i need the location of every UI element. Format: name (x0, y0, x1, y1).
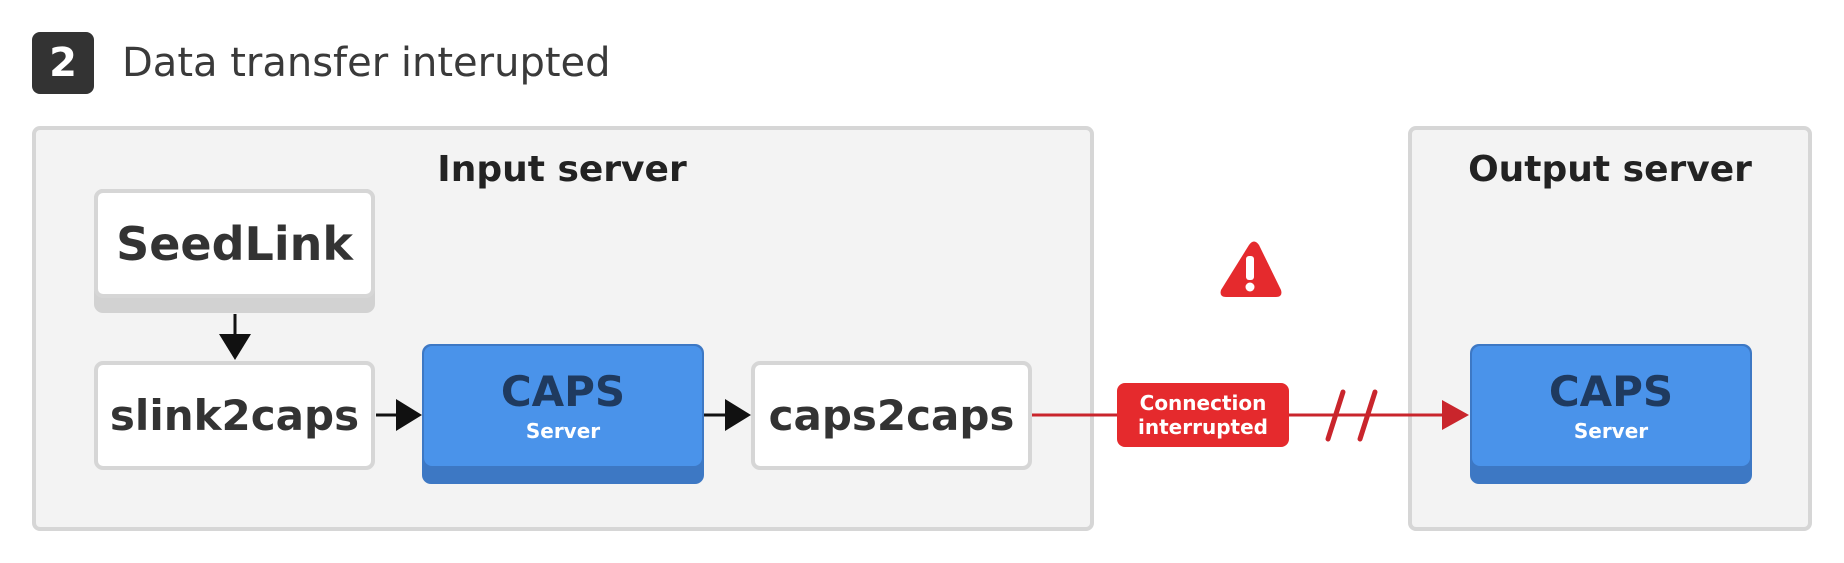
input-caps-server: CAPS Server (424, 346, 702, 466)
input-caps-subtitle: Server (525, 419, 601, 443)
page-title: Data transfer interupted (122, 40, 611, 86)
arrow-seedlink-to-slink2caps (219, 314, 251, 360)
input-server-title: Input server (437, 149, 687, 190)
double-slash-break-icon (1325, 389, 1378, 442)
seedlink-node: SeedLink (94, 189, 375, 298)
seedlink-label: SeedLink (116, 216, 353, 271)
slink2caps-label: slink2caps (109, 391, 360, 440)
warning-triangle-icon (1220, 241, 1282, 297)
connection-interrupted-badge: Connection interrupted (1117, 383, 1289, 447)
connection-status-line2: interrupted (1138, 415, 1268, 439)
output-caps-title: CAPS (1548, 367, 1674, 416)
input-caps-title: CAPS (500, 367, 626, 416)
connection-status-line1: Connection (1139, 391, 1267, 415)
caps2caps-node: caps2caps (751, 361, 1032, 470)
step-number-badge: 2 (32, 32, 94, 94)
arrow-caps-to-caps2caps (704, 399, 751, 431)
arrow-slink2caps-to-caps (376, 399, 422, 431)
output-caps-server: CAPS Server (1472, 346, 1750, 466)
output-server-title: Output server (1468, 149, 1752, 190)
caps2caps-label: caps2caps (768, 391, 1015, 440)
output-caps-subtitle: Server (1573, 419, 1649, 443)
slink2caps-node: slink2caps (94, 361, 375, 470)
